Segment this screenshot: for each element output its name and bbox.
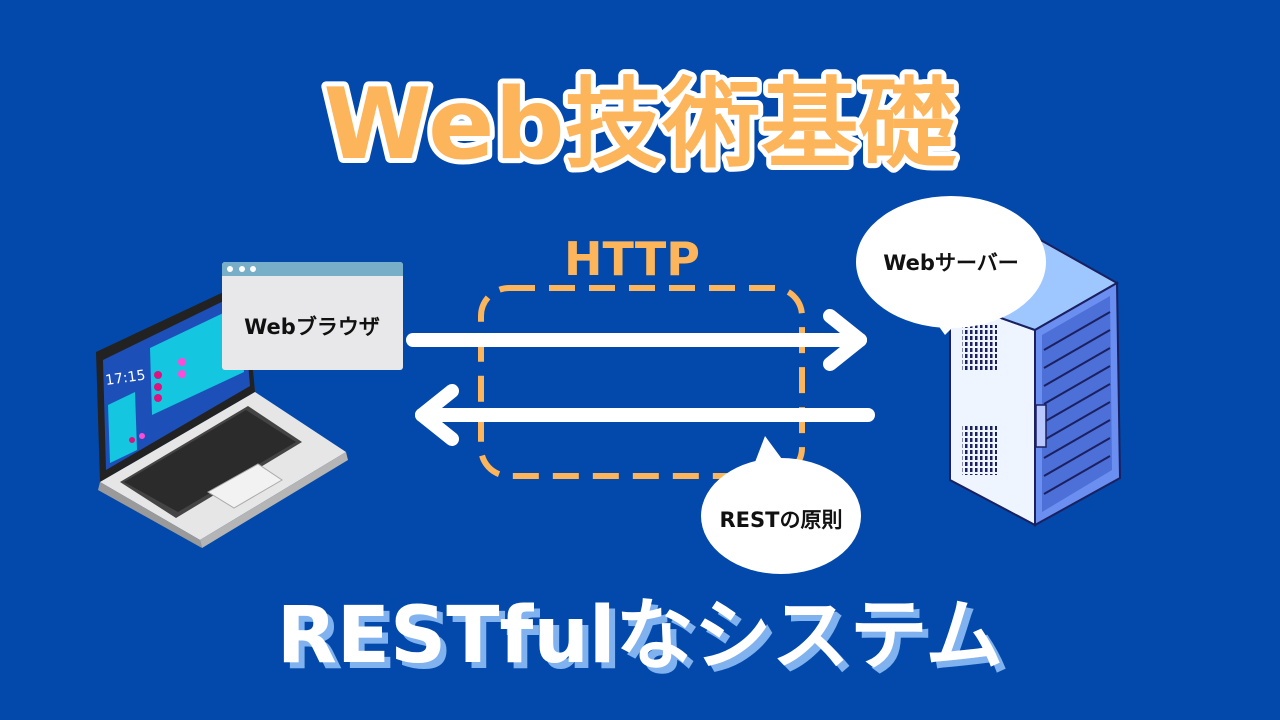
request-arrow (406, 309, 867, 371)
rest-label: RESTの原則 (720, 508, 843, 532)
http-dashed-box (478, 285, 805, 479)
browser-window: Webブラウザ (222, 262, 403, 370)
server-vent-top (962, 325, 997, 370)
server-vent-bottom (962, 425, 997, 475)
server-label: Webサーバー (883, 251, 1018, 275)
http-label: HTTP (564, 232, 700, 286)
title: Web技術基礎 (323, 68, 956, 182)
rest-speech-bubble: RESTの原則 (701, 436, 861, 574)
subtitle: RESTfulなシステム (277, 591, 1004, 681)
laptop-clock: 17:15 (104, 367, 146, 388)
laptop-illustration: 17:15 (96, 282, 348, 548)
browser-label: Webブラウザ (244, 315, 380, 339)
response-arrow (415, 384, 875, 446)
server-speech-bubble: Webサーバー (856, 196, 1046, 335)
